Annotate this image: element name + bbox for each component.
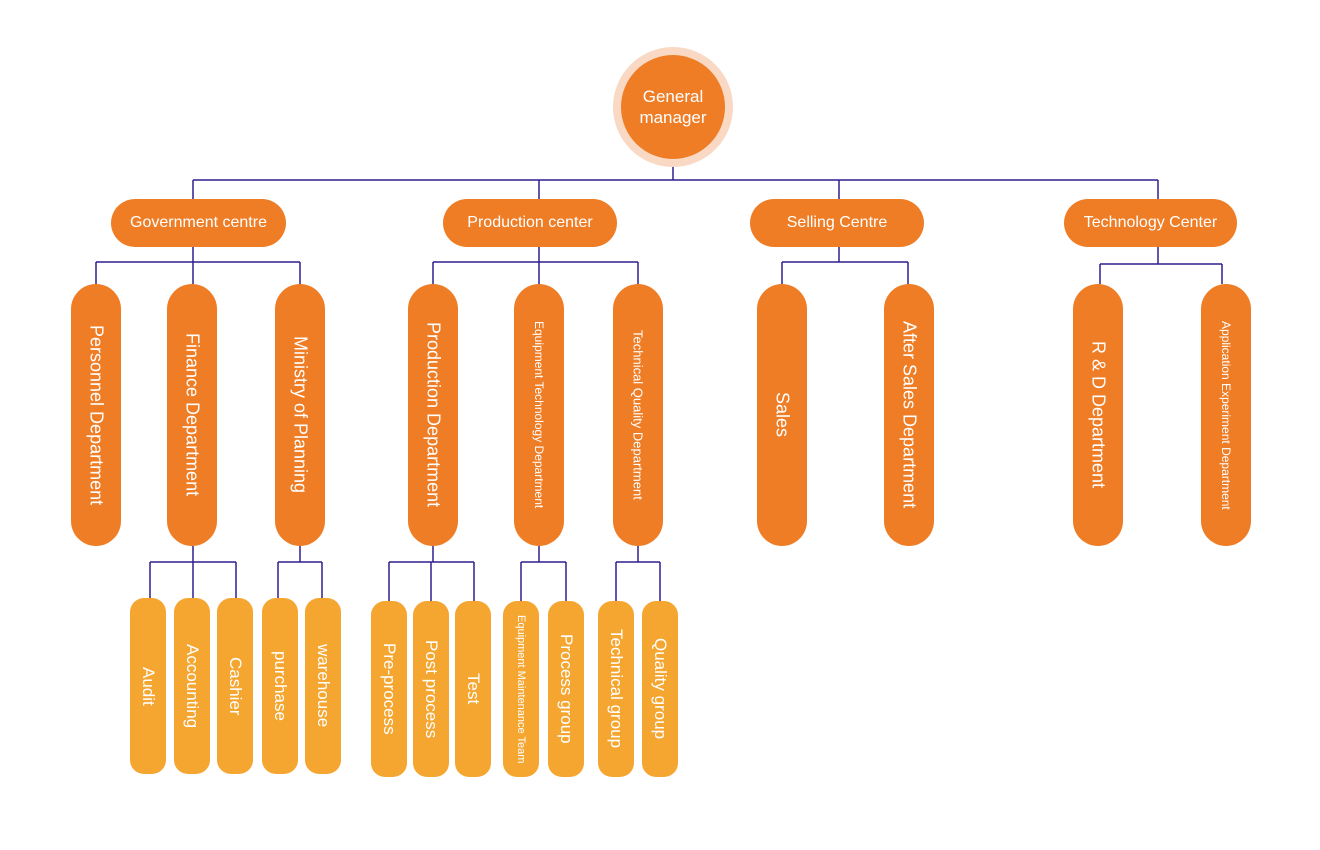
- personnel-department-node: Personnel Department: [71, 284, 121, 546]
- production-department-node: Production Department: [408, 284, 458, 546]
- sales-node: Sales: [757, 284, 807, 546]
- purchase-group-node: purchase: [262, 598, 298, 774]
- quality-group-node: Quality group: [642, 601, 678, 777]
- process-group-node: Process group: [548, 601, 584, 777]
- general-manager-label: General manager: [639, 87, 707, 127]
- general-manager-node: General manager: [621, 55, 725, 159]
- application-experiment-department-node: Application Experiment Department: [1201, 284, 1251, 546]
- equipment-technology-department-node: Equipment Technology Department: [514, 284, 564, 546]
- finance-department-node: Finance Department: [167, 284, 217, 546]
- government-centre-node: Government centre: [111, 199, 286, 247]
- ministry-of-planning-node: Ministry of Planning: [275, 284, 325, 546]
- accounting-group-node: Accounting: [174, 598, 210, 774]
- pre-process-group-node: Pre-process: [371, 601, 407, 777]
- test-group-node: Test: [455, 601, 491, 777]
- after-sales-department-node: After Sales Department: [884, 284, 934, 546]
- selling-centre-node: Selling Centre: [750, 199, 924, 247]
- audit-group-node: Audit: [130, 598, 166, 774]
- technical-quality-department-node: Technical Quality Department: [613, 284, 663, 546]
- cashier-group-node: Cashier: [217, 598, 253, 774]
- equipment-maintenance-team-node: Equipment Maintenance Team: [503, 601, 539, 777]
- post-process-group-node: Post process: [413, 601, 449, 777]
- technology-center-node: Technology Center: [1064, 199, 1237, 247]
- warehouse-group-node: warehouse: [305, 598, 341, 774]
- production-center-node: Production center: [443, 199, 617, 247]
- rnd-department-node: R & D Department: [1073, 284, 1123, 546]
- technical-group-node: Technical group: [598, 601, 634, 777]
